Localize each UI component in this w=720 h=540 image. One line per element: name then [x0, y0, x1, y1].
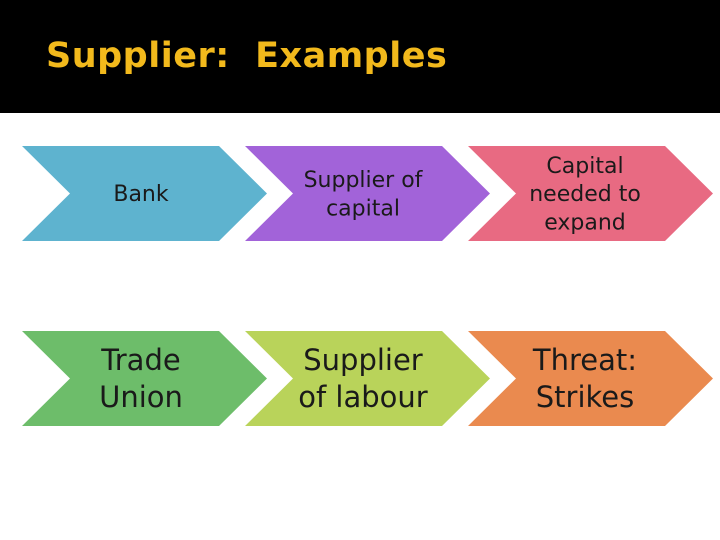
chevron-label-line: needed to: [529, 182, 641, 207]
slide-title: Supplier: Examples: [46, 36, 448, 76]
chevron-label-line: Supplier: [303, 343, 423, 377]
chevron-label-line: Union: [99, 380, 183, 414]
chevron-shape: [22, 146, 267, 241]
chevron-label-line: Bank: [113, 182, 169, 207]
chevron-label-line: expand: [544, 210, 626, 235]
chevron-shape: [245, 331, 490, 426]
chevron-label-line: of labour: [298, 380, 428, 414]
chevron-label-line: Trade: [100, 343, 180, 377]
chevron-shape: [245, 146, 490, 241]
chevron-label-line: Supplier of: [304, 168, 424, 193]
chevron-label-line: Threat:: [532, 343, 637, 377]
chevron-label: Capital needed to expand: [529, 154, 641, 235]
chevron-label: Threat:Strikes: [532, 343, 637, 414]
chevron-label-line: Capital: [546, 154, 623, 179]
chevron-shape: [468, 331, 713, 426]
chevron-label-line: capital: [326, 196, 400, 221]
chevron-shape: [22, 331, 267, 426]
chevron-label: Bank: [113, 182, 169, 207]
chevron-label-line: Strikes: [536, 380, 634, 414]
chevron-label: Supplier of capital: [304, 168, 424, 221]
title-bar: Supplier: Examples: [0, 0, 720, 113]
chevron-shape: [468, 146, 713, 241]
